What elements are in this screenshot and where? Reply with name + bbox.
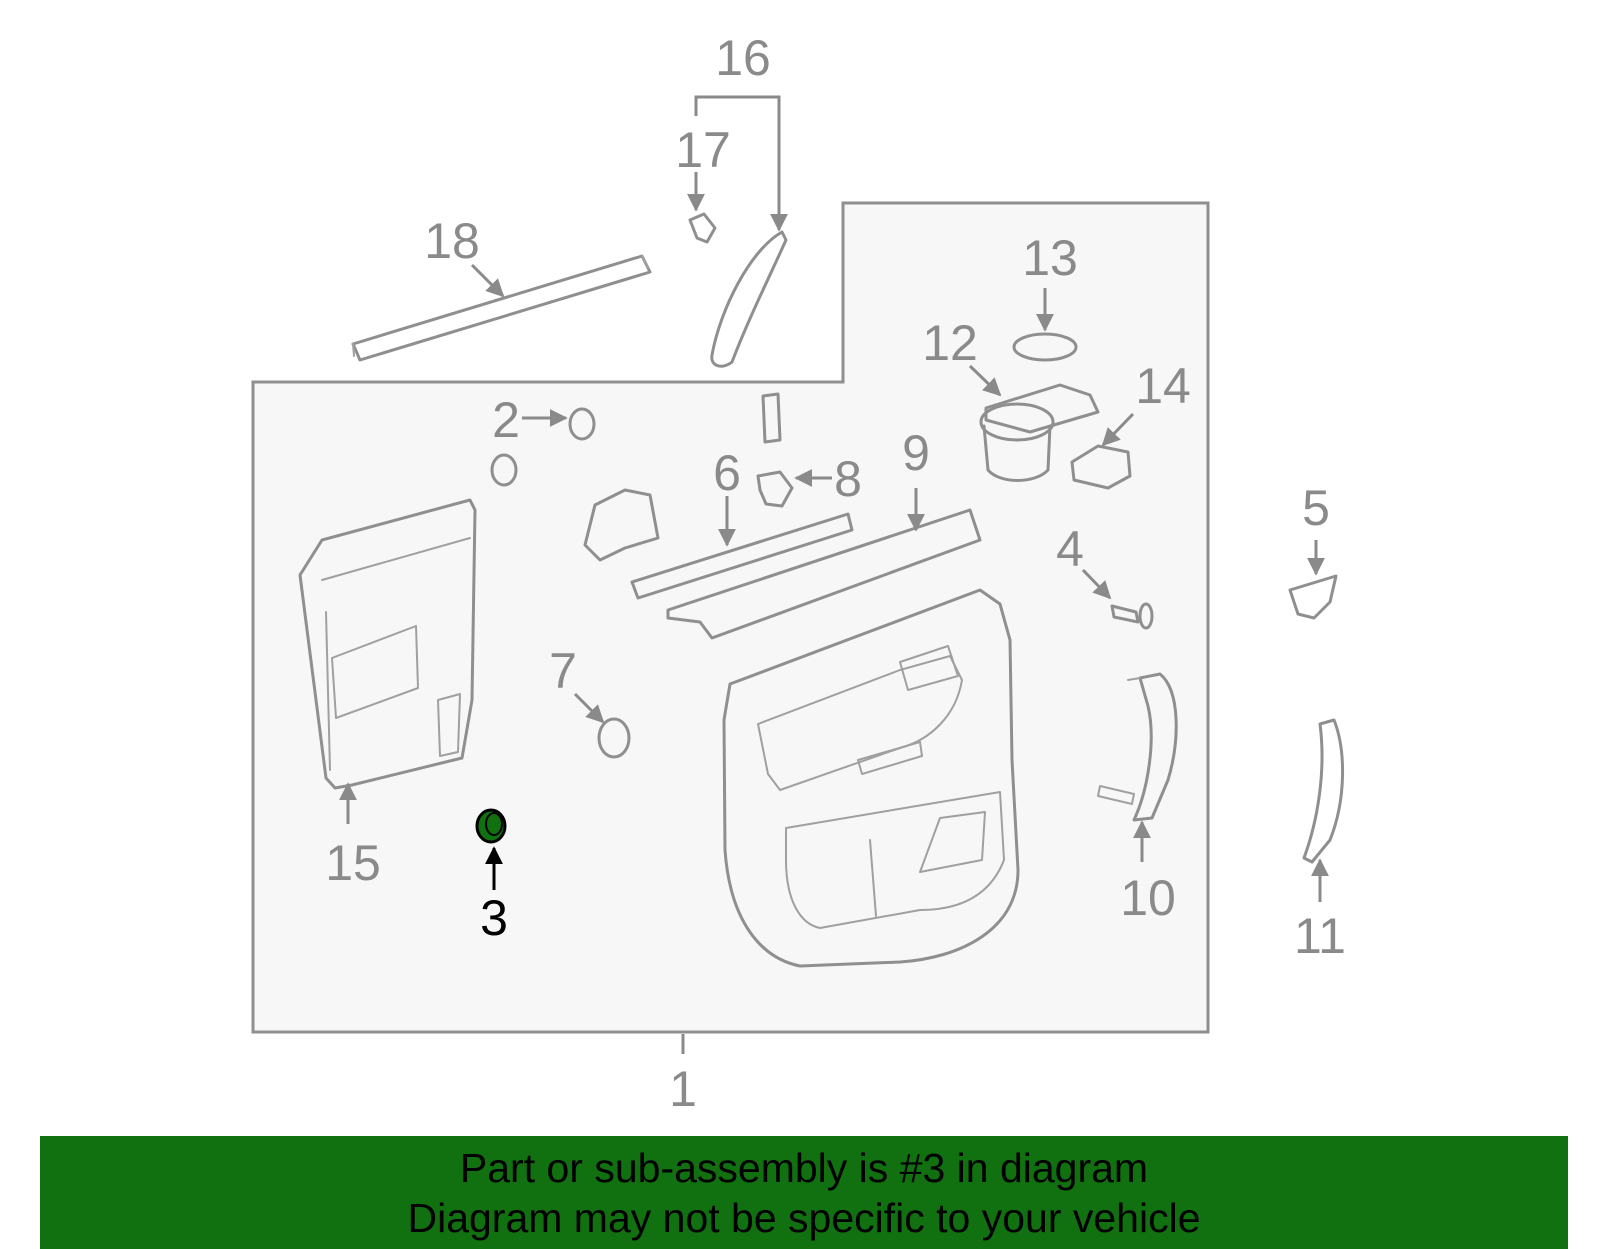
- part-13-ring: [1012, 332, 1078, 362]
- callout-10: 10: [1120, 870, 1176, 926]
- part-6-strip: [630, 512, 854, 600]
- callout-12: 12: [922, 315, 978, 371]
- part-7-plug: [597, 717, 631, 759]
- part-3-plug-highlighted: [475, 808, 507, 844]
- callout-2: 2: [492, 392, 520, 448]
- assembly-outline: [251, 201, 1210, 1034]
- part-8-clip: [756, 470, 794, 508]
- part-14-switch: [1070, 444, 1132, 490]
- part-18-trim-strip: [351, 254, 652, 362]
- part-bracket: [761, 392, 782, 444]
- part-4-screw: [1110, 602, 1154, 630]
- part-11-molding: [1302, 718, 1344, 864]
- info-banner: Part or sub-assembly is #3 in diagram Di…: [40, 1136, 1568, 1249]
- callout-16: 16: [715, 30, 771, 86]
- banner-line-2: Diagram may not be specific to your vehi…: [407, 1195, 1201, 1241]
- callout-5: 5: [1302, 480, 1330, 536]
- part-2-plug: [568, 407, 596, 441]
- part-17-clip: [688, 212, 717, 244]
- callout-15: 15: [325, 835, 381, 891]
- door-trim-panel: [722, 588, 1020, 968]
- part-9-rail: [666, 508, 982, 640]
- callout-13: 13: [1022, 230, 1078, 286]
- callout-labels: 1 2 3 4 5 6 7 8 9 10 11 12 13 14 15 16 1…: [325, 30, 1346, 1117]
- part-16-pillar-molding: [710, 230, 788, 368]
- callout-17: 17: [675, 122, 731, 178]
- callout-18: 18: [424, 213, 480, 269]
- callout-4: 4: [1056, 521, 1084, 577]
- part-10-handle: [1097, 672, 1178, 822]
- callout-9: 9: [902, 425, 930, 481]
- part-15-panel-insert: [298, 498, 477, 790]
- callout-1: 1: [669, 1061, 697, 1117]
- leader-lines: [339, 95, 1329, 1054]
- callout-14: 14: [1135, 358, 1191, 414]
- callout-11: 11: [1294, 908, 1346, 964]
- callout-8: 8: [834, 451, 862, 507]
- part-5-cap: [1288, 574, 1338, 620]
- banner-line-1: Part or sub-assembly is #3 in diagram: [459, 1145, 1149, 1191]
- callout-6: 6: [713, 445, 741, 501]
- callout-3: 3: [480, 890, 508, 946]
- callout-7: 7: [549, 643, 577, 699]
- part-2-plug-second: [490, 453, 518, 487]
- part-bracket-left: [583, 488, 660, 562]
- part-12-cup-holder: [979, 383, 1100, 482]
